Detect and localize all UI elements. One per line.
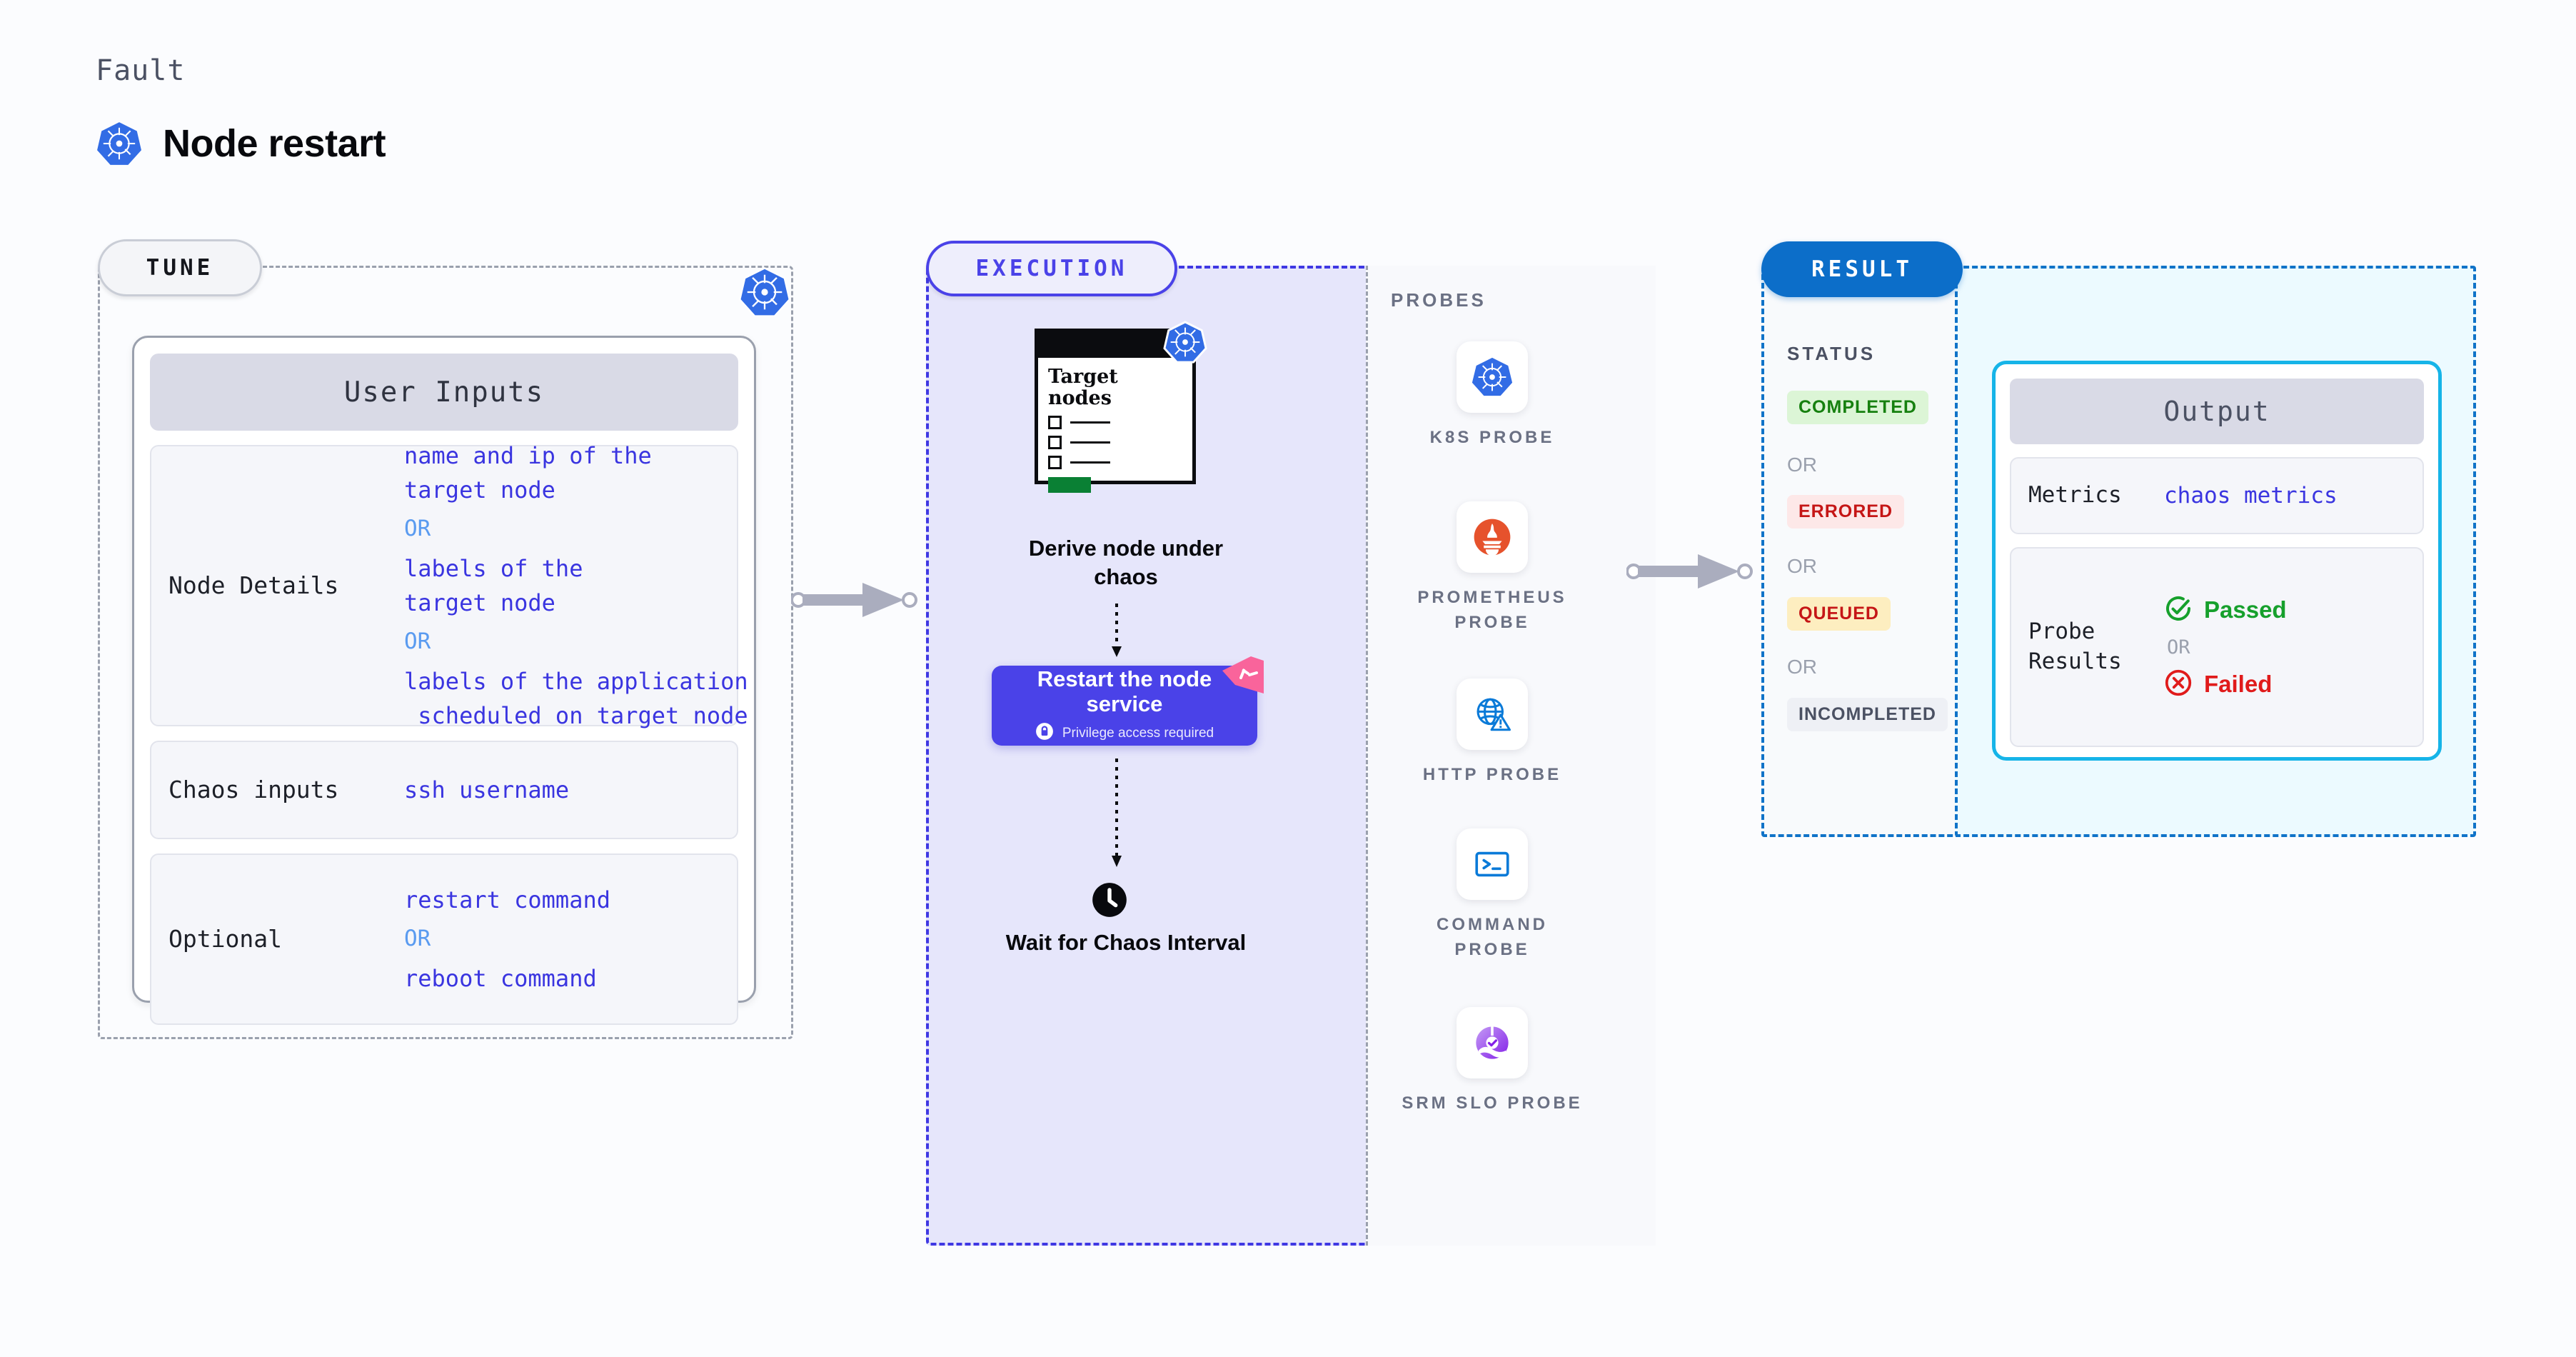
tune-stage-pill[interactable]: TUNE [98,239,262,296]
checklist-item [1048,456,1182,470]
output-key: Probe Results [2028,619,2122,674]
connector-tune-to-execution [791,583,917,617]
prometheus-icon [1456,501,1528,573]
user-inputs-card: User Inputs Node Details name and ip of … [132,336,756,1025]
progress-bar [1048,477,1091,494]
probe-verdict-failed: Failed [2164,669,2287,701]
input-value: reboot command [404,964,597,992]
probe-verdict-passed: Passed [2164,594,2287,626]
execution-stage-pill[interactable]: EXECUTION [926,241,1177,296]
target-nodes-title-line1: Target [1048,366,1118,388]
kubernetes-icon [96,120,143,167]
probe-label: PROMETHEUS PROBE [1417,588,1567,632]
status-badge-incompleted: INCOMPLETED [1787,698,1948,731]
fault-kicker-label: Fault [96,54,186,87]
page-title: Node restart [163,122,386,165]
result-stage-pill[interactable]: RESULT [1761,241,1963,297]
status-badge-completed: COMPLETED [1787,391,1928,424]
input-row-node-details: Node Details name and ip of the target n… [150,442,748,729]
output-row-metrics: Metrics chaos metrics [2010,457,2424,534]
probe-item-srm-slo[interactable]: SRM SLO PROBE [1399,1007,1585,1116]
srm-slo-icon [1456,1007,1528,1078]
checkbox-icon [1048,456,1062,470]
probe-label: HTTP PROBE [1422,765,1562,784]
line-placeholder [1070,441,1110,444]
input-value: ssh username [404,776,570,803]
output-card: Output Metrics chaos metrics Probe Resul… [1992,361,2442,761]
input-key: Chaos inputs [168,775,339,803]
or-separator: OR [404,926,431,952]
checklist-item [1048,436,1182,450]
probe-label: SRM SLO PROBE [1402,1093,1583,1113]
globe-warning-icon [1456,678,1528,750]
checklist-item [1048,416,1182,430]
input-value: labels of the [404,554,583,582]
checkbox-icon [1048,436,1062,450]
checkbox-icon [1048,416,1062,430]
output-value-metrics[interactable]: chaos metrics [2164,483,2338,509]
input-row-optional: Optional restart command OR reboot comma… [150,853,738,1025]
terminal-icon [1456,828,1528,900]
probe-item-prometheus[interactable]: PROMETHEUS PROBE [1399,501,1585,636]
probe-label: COMMAND PROBE [1437,915,1548,959]
input-key: Optional [168,924,282,953]
line-placeholder [1070,421,1110,424]
input-value: target node [404,476,555,504]
status-title: STATUS [1787,343,1876,364]
probe-item-k8s[interactable]: K8S PROBE [1399,341,1585,451]
page-title-row: Node restart [96,120,386,167]
step-caption-derive-node: Derive node under chaos [1028,536,1224,589]
kubernetes-icon [1163,320,1207,364]
clock-icon [1091,881,1128,918]
tune-stage-boundary [98,266,793,1039]
probe-label: K8S PROBE [1429,428,1555,447]
x-circle-icon [2164,669,2193,701]
verdict-label: Failed [2204,671,2273,697]
input-value: name and ip of the [404,441,652,469]
flow-arrow-down [1112,604,1122,657]
status-badge-errored: ERRORED [1787,495,1905,529]
kubernetes-icon [1456,341,1528,413]
or-separator: OR [2167,636,2190,659]
probe-item-http[interactable]: HTTP PROBE [1399,678,1585,788]
check-circle-icon [2164,594,2193,626]
probes-title: PROBES [1391,289,1486,311]
connector-execution-to-result [1626,554,1753,589]
verdict-label: Passed [2204,596,2287,623]
input-key: Node Details [168,571,339,599]
or-separator: OR [404,516,431,542]
lock-icon [1035,722,1054,744]
kubernetes-icon [738,266,791,319]
line-placeholder [1070,461,1110,464]
or-separator: OR [1787,454,1817,476]
user-inputs-title: User Inputs [150,354,738,431]
action-restart-node-service[interactable]: Restart the node service Privilege acces… [992,666,1257,746]
input-value: target node [404,589,555,616]
output-key: Metrics [2028,482,2122,509]
output-title: Output [2010,379,2424,444]
input-value: restart command [404,886,610,914]
input-row-chaos-inputs: Chaos inputs ssh username [150,741,738,839]
target-nodes-title-line2: nodes [1048,387,1112,410]
action-subtitle: Privilege access required [1062,725,1214,741]
output-row-probe-results: Probe Results Passed OR [2010,547,2424,747]
input-value: labels of the application [404,667,748,695]
or-separator: OR [1787,555,1817,577]
probes-subpanel [1366,266,1656,1246]
or-separator: OR [404,629,431,655]
timer-ribbon-icon [1222,656,1264,693]
step-caption-wait-chaos-interval: Wait for Chaos Interval [1005,930,1247,955]
action-title: Restart the node service [1037,666,1212,716]
flow-arrow-down [1112,758,1122,867]
input-value: scheduled on target node [404,701,748,729]
or-separator: OR [1787,656,1817,678]
probe-item-command[interactable]: COMMAND PROBE [1399,828,1585,963]
status-badge-queued: QUEUED [1787,597,1891,631]
